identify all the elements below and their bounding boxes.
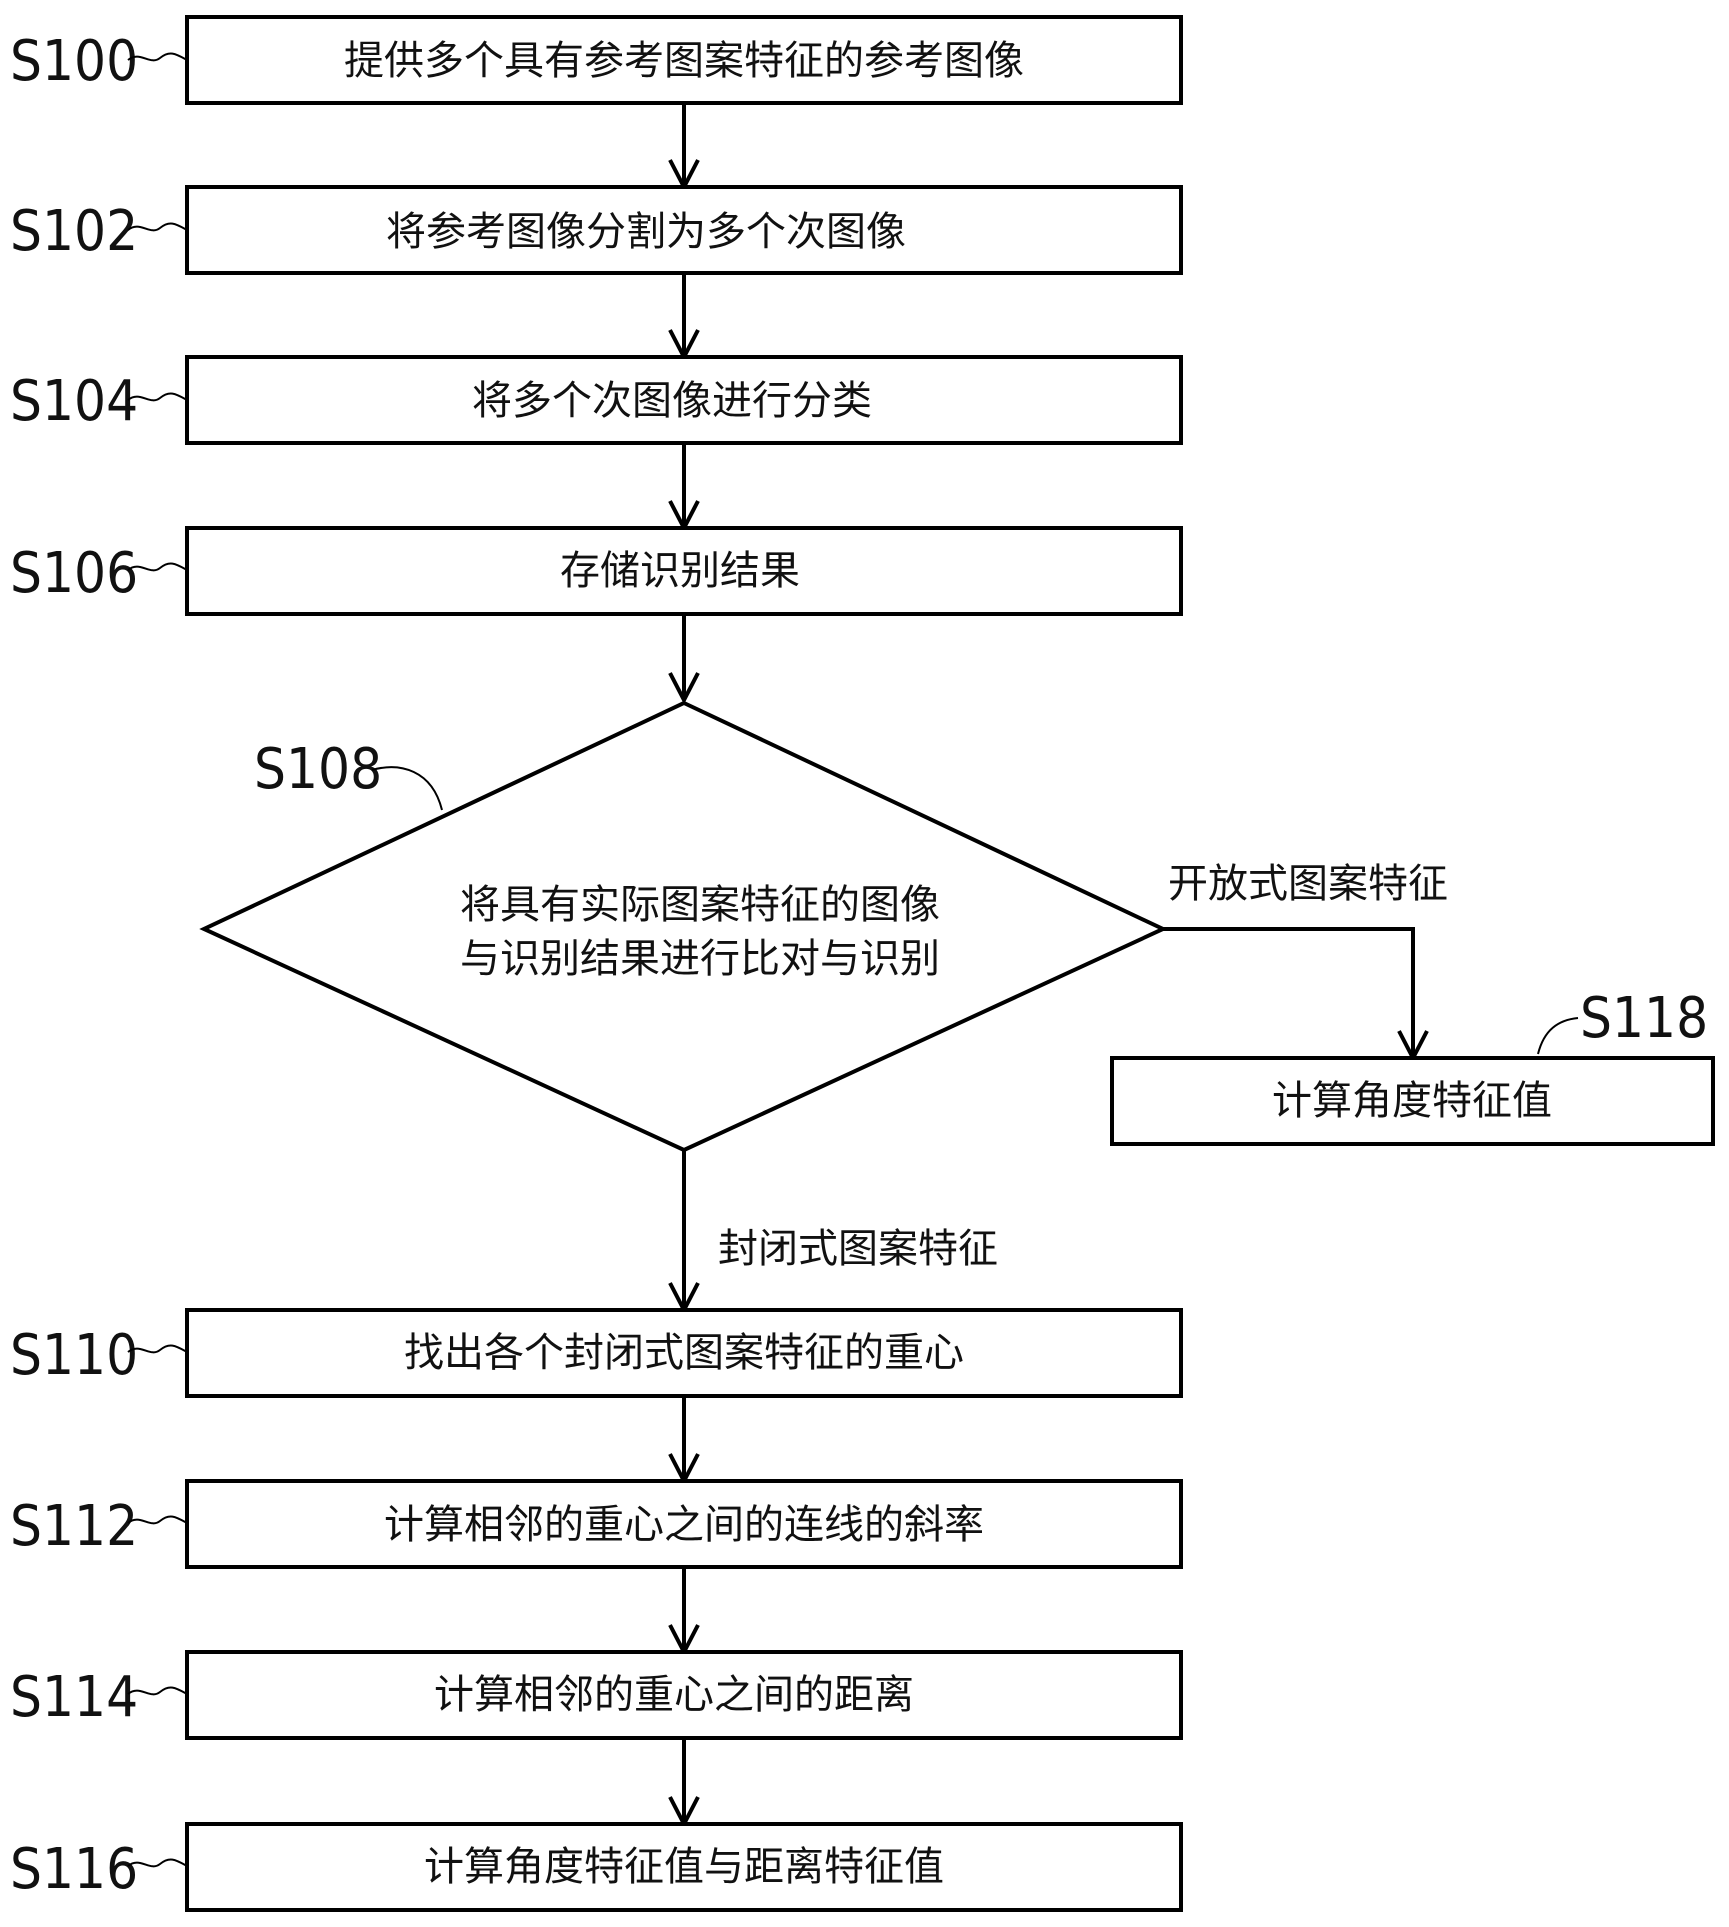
step-s110: 找出各个封闭式图案特征的重心 [185,1308,1183,1398]
step-s114: 计算相邻的重心之间的距离 [185,1650,1183,1740]
leader-line [127,222,188,232]
step-box [185,185,1183,275]
decision-s108: 将具有实际图案特征的图像 与识别结果进行比对与识别 [199,700,1168,1153]
step-label: S102 [10,199,138,264]
step-label: S100 [10,29,138,94]
step-s102: 将参考图像分割为多个次图像 [185,185,1183,275]
leader-line [127,52,188,62]
step-label: S104 [10,369,138,434]
step-s118: 计算角度特征值 [1110,1056,1715,1146]
step-box [1110,1056,1715,1146]
step-text: 提供多个具有参考图案特征的参考图像 [344,38,1024,84]
leader-line [127,1344,188,1354]
step-text: 计算角度特征值 [1272,1078,1552,1124]
leader-line [127,1858,188,1868]
step-s106: 存储识别结果 [185,526,1183,616]
step-box [185,355,1183,445]
edge-label-open: 开放式图案特征 [1168,861,1448,907]
leader-line [127,1686,188,1696]
step-label: S106 [10,541,138,606]
step-text: 计算相邻的重心之间的距离 [434,1672,914,1718]
leader-line [1537,1017,1579,1055]
step-text: 计算相邻的重心之间的连线的斜率 [384,1502,984,1548]
connector-open [1163,927,1415,1058]
step-text: 将参考图像分割为多个次图像 [386,209,906,255]
leader-line [127,1515,188,1525]
step-s104: 将多个次图像进行分类 [185,355,1183,445]
step-label: S116 [10,1837,138,1902]
step-label: S114 [10,1665,138,1730]
leader-line [127,392,188,402]
leader-line [371,766,443,811]
leader-line [127,562,188,572]
step-box [185,1822,1183,1912]
step-label: S110 [10,1323,138,1388]
step-text: 找出各个封闭式图案特征的重心 [404,1330,964,1376]
decision-text-line2: 与识别结果进行比对与识别 [460,936,940,982]
step-s116: 计算角度特征值与距离特征值 [185,1822,1183,1912]
edge-label-closed: 封闭式图案特征 [718,1226,998,1272]
step-label: S118 [1580,986,1708,1051]
step-s112: 计算相邻的重心之间的连线的斜率 [185,1479,1183,1569]
step-box [185,1308,1183,1398]
step-label: S112 [10,1494,138,1559]
step-s100: 提供多个具有参考图案特征的参考图像 [185,15,1183,105]
decision-label: S108 [254,737,382,802]
decision-text-line1: 将具有实际图案特征的图像 [460,882,940,928]
step-text: 计算角度特征值与距离特征值 [424,1844,944,1890]
step-text: 存储识别结果 [560,548,800,594]
step-text: 将多个次图像进行分类 [472,378,872,424]
step-box [185,1650,1183,1740]
arrowhead [668,672,700,705]
